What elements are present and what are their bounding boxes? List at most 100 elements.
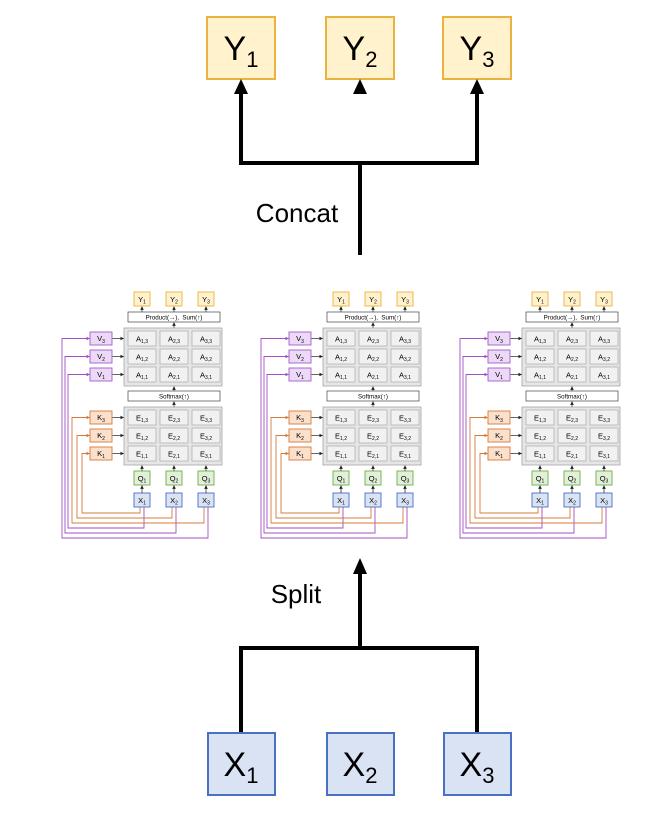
query-label-subscript: 3: [208, 479, 211, 485]
score-cell-label: E2,1: [566, 449, 578, 460]
value-box: [89, 349, 113, 364]
score-cell-label-base: E: [534, 449, 539, 458]
score-cell: [191, 409, 221, 426]
query-label: Q2: [568, 474, 577, 485]
output-label-subscript: 2: [365, 47, 377, 72]
score-cell: [127, 427, 157, 444]
score-cell-label-subscript: 3,3: [205, 418, 212, 424]
arrowhead: [353, 79, 367, 94]
head-input-label: X2: [369, 496, 377, 507]
score-cell: [525, 427, 555, 444]
head-output-label-subscript: 1: [143, 300, 146, 306]
query-label-subscript: 1: [343, 479, 346, 485]
score-cell-label-base: E: [566, 431, 571, 440]
key-wire: [280, 451, 340, 514]
query-label: Q2: [170, 474, 179, 485]
score-cell: [390, 427, 420, 444]
attention-cell-label-base: A: [200, 370, 205, 379]
query-label-subscript: 2: [176, 479, 179, 485]
attention-cell-label: A2,1: [168, 370, 180, 381]
attention-cell-label-subscript: 3,1: [603, 375, 610, 381]
key-wire: [275, 433, 372, 519]
head-output-label: Y2: [568, 295, 576, 306]
query-label: Q3: [600, 474, 609, 485]
query-label-subscript: 2: [574, 479, 577, 485]
score-cell-label-base: E: [534, 431, 539, 440]
aggregate-label: Product(→), Sum(↑): [345, 314, 402, 321]
attention-cell-label-base: A: [367, 352, 372, 361]
head-input-label: X1: [138, 496, 146, 507]
value-label: V1: [296, 370, 304, 381]
value-label-base: V: [97, 352, 102, 361]
score-cell-label-subscript: 3,2: [603, 436, 610, 442]
value-box: [288, 367, 312, 382]
arrowhead: [234, 79, 248, 94]
score-cell-label-base: E: [566, 413, 571, 422]
output-label-2: Y2: [343, 30, 378, 72]
score-cell-label: E1,1: [534, 449, 546, 460]
score-cell-label-subscript: 3,1: [603, 454, 610, 460]
query-label-base: Q: [401, 474, 407, 483]
key-box: [89, 410, 113, 425]
value-label-subscript: 3: [301, 339, 304, 345]
value-label-base: V: [296, 370, 301, 379]
attention-cell-label-base: A: [534, 352, 539, 361]
key-wire: [270, 415, 404, 524]
value-wire: [67, 372, 145, 529]
score-cell-label-subscript: 1,2: [340, 436, 347, 442]
head-input-label: X3: [600, 496, 608, 507]
score-cell: [326, 409, 356, 426]
score-cell-label: E1,1: [335, 449, 347, 460]
attention-cell-label-base: A: [367, 334, 372, 343]
score-cell-label: E2,1: [168, 449, 180, 460]
attention-cell: [525, 330, 555, 347]
query-label-base: Q: [536, 474, 542, 483]
attention-cell-label-base: A: [598, 352, 603, 361]
attention-cell: [191, 348, 221, 365]
value-label: V2: [495, 352, 503, 363]
key-wire: [474, 433, 571, 519]
head-output-box: [396, 291, 414, 307]
attention-cell-label-subscript: 1,2: [141, 357, 148, 363]
score-cell-label: E3,3: [200, 413, 212, 424]
output-box-2: [325, 16, 395, 80]
score-cell: [326, 427, 356, 444]
score-cell: [358, 445, 388, 462]
score-cell-label-subscript: 1,1: [539, 454, 546, 460]
query-label: Q3: [202, 474, 211, 485]
head-output-label: Y2: [170, 295, 178, 306]
output-label-subscript: 1: [246, 47, 258, 72]
head-input-label: X2: [170, 496, 178, 507]
score-cell-label-subscript: 3,2: [404, 436, 411, 442]
head-output-label-base: Y: [600, 295, 605, 304]
score-cell: [390, 409, 420, 426]
head-output-box: [595, 291, 613, 307]
attention-cell-label: A3,3: [200, 334, 212, 345]
key-label: K3: [97, 413, 105, 424]
attention-cell: [525, 348, 555, 365]
score-cell-label-subscript: 1,2: [141, 436, 148, 442]
attention-cell-label: A3,2: [399, 352, 411, 363]
score-cell-label: E1,2: [534, 431, 546, 442]
score-cell: [326, 445, 356, 462]
head-output-label: Y3: [401, 295, 409, 306]
attention-cell-label: A1,3: [335, 334, 347, 345]
attention-cell-label-subscript: 3,2: [603, 357, 610, 363]
key-label: K3: [296, 413, 304, 424]
score-cell: [159, 445, 189, 462]
attention-cell-label: A3,3: [399, 334, 411, 345]
head-input-label-base: X: [536, 496, 541, 505]
head-output-label-base: Y: [138, 295, 143, 304]
attention-cell-label: A2,3: [367, 334, 379, 345]
key-box: [89, 428, 113, 443]
query-label: Q1: [337, 474, 346, 485]
value-wire: [465, 372, 543, 529]
attention-cell-label: A2,2: [367, 352, 379, 363]
score-cell-label: E2,3: [168, 413, 180, 424]
value-label: V1: [97, 370, 105, 381]
attention-cell: [589, 366, 619, 383]
key-label-base: K: [97, 413, 102, 422]
key-label: K3: [495, 413, 503, 424]
input-label-2: X2: [343, 746, 378, 788]
key-label-base: K: [97, 449, 102, 458]
